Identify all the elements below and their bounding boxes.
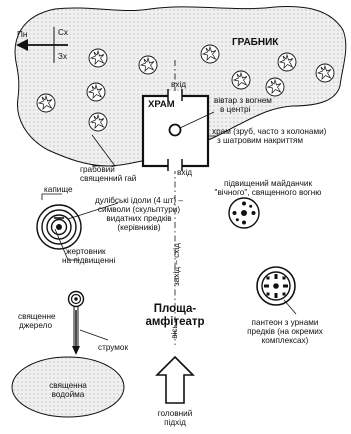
pool-label-line1: священна <box>49 381 87 390</box>
grove-tree-icon <box>315 63 335 83</box>
fire-platform-line1: підвищений майданчик <box>223 179 313 188</box>
temple-title: ХРАМ <box>148 99 175 110</box>
amphitheatre-line2: амфітеатр <box>145 316 205 328</box>
fire-altar-icon <box>168 123 182 137</box>
pantheon-line3: комплексах) <box>261 336 309 345</box>
axis-direction-label: захід – схід <box>171 243 181 286</box>
grove-tree-icon <box>231 70 251 90</box>
kapyshche-label: капище <box>44 185 73 194</box>
sacred-pool <box>11 356 125 418</box>
kapyshche-rings <box>36 204 82 250</box>
pool-label-line2: водойма <box>51 390 85 399</box>
grove-label-line2: священний гай <box>80 174 137 183</box>
main-entrance-line1: головний <box>157 409 193 418</box>
temple-altar-line2: в центрі <box>220 105 251 114</box>
temple-desc-line2: з шатровим накриттям <box>217 136 304 145</box>
temple-entrance-bottom: вхід <box>177 168 193 177</box>
spring-label-line1: священне <box>18 312 56 321</box>
idols-label-line1: дулібські ідоли (4 шт) – <box>95 196 183 205</box>
grove-tree-icon <box>138 55 158 75</box>
grove-label-line1: грабовий <box>80 165 115 174</box>
idols-label-line2: символи (скульптури) <box>97 205 181 214</box>
spring-label-line2: джерело <box>19 321 53 330</box>
grove-tree-icon <box>200 44 220 64</box>
grove-tree-icon <box>265 77 285 97</box>
compass-north-label: Пн <box>17 30 28 39</box>
grove-tree-icon <box>88 48 108 68</box>
temple-desc-line1: храм (зруб, часто з колонами) <box>212 127 327 136</box>
compass-icon <box>16 27 68 63</box>
sacrificial-altar-line2: на підвищенні <box>62 256 116 265</box>
fire-platform-line2: "вічного", священного вогню <box>214 188 322 197</box>
idols-label-line4: (керівників) <box>117 223 161 232</box>
grove-tree-icon <box>86 82 106 102</box>
main-entrance-arrow-icon <box>155 355 195 404</box>
sacrificial-altar-line1: жертовник <box>66 247 106 256</box>
stream-label: струмок <box>98 343 129 352</box>
fire-platform <box>228 197 260 229</box>
main-entrance-line2: підхід <box>164 418 186 427</box>
pantheon-ring <box>256 266 296 306</box>
grove-tree-icon <box>36 93 56 113</box>
amphitheatre-line1: Площа- <box>153 303 197 315</box>
compass-west-label: Зх <box>58 52 68 61</box>
spring-icon <box>67 290 85 308</box>
temple-altar-line1: вівтар з вогнем <box>214 96 272 105</box>
idols-label-line3: видатних предків <box>106 214 172 223</box>
compass-east-label: Сх <box>58 28 69 37</box>
pantheon-line1: пантеон з урнами <box>251 318 319 327</box>
temple-entrance-top: вхід <box>171 80 187 89</box>
grove-tree-icon <box>88 112 108 132</box>
pantheon-line2: предків (на окремих <box>247 327 323 336</box>
grove-title: ГРАБНИК <box>232 37 279 48</box>
grove-tree-icon <box>277 52 297 72</box>
